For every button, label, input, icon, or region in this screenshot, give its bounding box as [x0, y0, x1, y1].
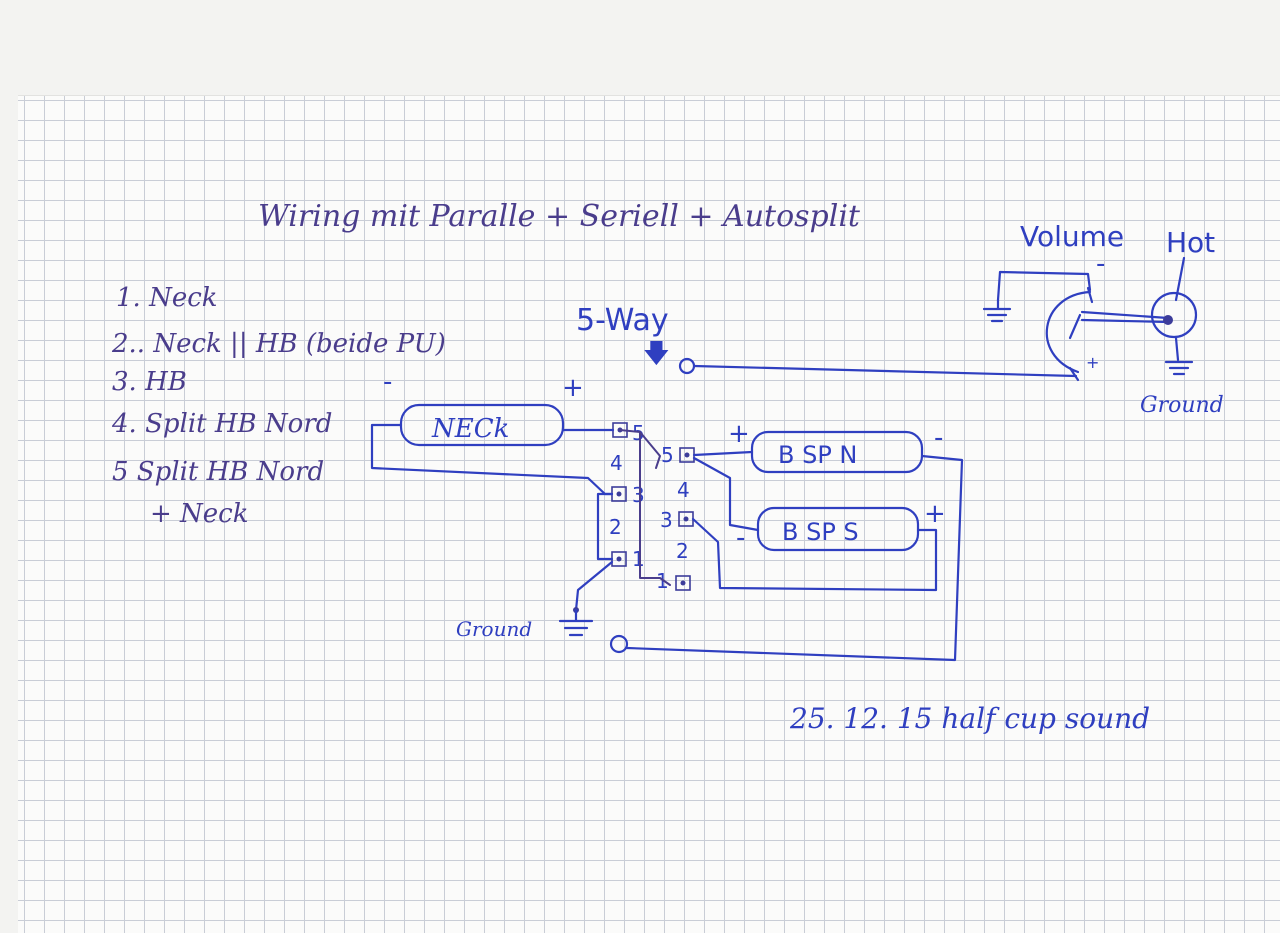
bridge-south-plus-sign: +: [924, 499, 946, 529]
ground-label-switch: Ground: [456, 617, 532, 641]
switch-label: 5-Way: [576, 303, 669, 338]
output-jack-ground-terminal: [609, 634, 629, 654]
ground-symbol-switch: [558, 608, 594, 637]
switch-lug-left-3-dot: [616, 491, 622, 497]
volume-pot: [996, 270, 1170, 382]
switch-lug-left-number-2: 2: [609, 515, 622, 539]
switch-lug-right-number-4: 4: [677, 478, 690, 502]
position-item-1: 1. Neck: [116, 283, 218, 313]
wire-lug-right-5-to-bridge-north-plus: [692, 450, 754, 457]
wire-lug-right-3-to-bridge-south-plus: [691, 517, 938, 592]
arrow-down-icon: 🡇: [643, 339, 670, 369]
bridge-south-minus-sign: -: [736, 523, 745, 553]
ground-symbol-volume: [982, 298, 1012, 323]
switch-lug-right-1-dot: [680, 580, 686, 586]
volume-pot-wiper-line: [1080, 310, 1170, 320]
volume-pot-wiper-line-2: [1080, 318, 1170, 324]
bridge-south-coil-label: B SP S: [782, 518, 859, 546]
switch-lug-right-number-5: 5: [661, 443, 674, 467]
date-note: 25. 12. 15 half cup sound: [789, 702, 1150, 735]
hot-pot: [1150, 256, 1198, 362]
switch-lug-left-number-1: 1: [632, 547, 645, 571]
diagram-title: Wiring mit Paralle + Seriell + Autosplit: [258, 199, 861, 234]
hot-pot-lead: [1174, 256, 1186, 302]
switch-lug-left-number-4: 4: [610, 451, 623, 475]
switch-lug-right-number-3: 3: [660, 508, 673, 532]
wire-bridge-north-minus-to-output-ground: [625, 454, 964, 662]
neck-minus-sign: -: [383, 367, 392, 397]
ground-symbol-hot: [1164, 360, 1194, 376]
position-item-3: 3. HB: [112, 367, 187, 397]
volume-plus-sign: +: [1086, 353, 1099, 372]
wire-lug-left-1-to-ground: [574, 560, 614, 612]
wire-lug-right-5-to-bridge-south-minus: [692, 456, 760, 532]
switch-lug-left-number-5: 5: [632, 421, 645, 445]
bridge-north-minus-sign: -: [934, 423, 943, 453]
volume-pot-ground-wire: [996, 270, 1092, 302]
volume-pot-lug-bottom: [1068, 366, 1080, 382]
bridge-north-plus-sign: +: [728, 419, 750, 449]
switch-lug-right-3-dot: [683, 516, 689, 522]
volume-pot-lug-top: [1086, 286, 1094, 304]
bridge-south-coil: B SP S - +: [736, 499, 946, 553]
volume-label: Volume: [1020, 220, 1124, 253]
position-item-2: 2.. Neck || HB (beide PU): [111, 329, 446, 359]
neck-plus-sign: +: [562, 373, 584, 403]
wires: [370, 364, 1078, 662]
bridge-north-coil: B SP N + -: [728, 419, 943, 474]
wire-volume-to-output-hot: [692, 364, 1078, 378]
switch-lug-right-number-1: 1: [656, 569, 669, 593]
position-item-5-cont: + Neck: [150, 499, 249, 529]
switch-lug-left-number-3: 3: [632, 483, 645, 507]
wire-lug-left-3-to-lug-left-1: [596, 492, 614, 561]
position-item-4: 4. Split HB Nord: [111, 409, 332, 439]
output-jack-hot-terminal: [678, 357, 696, 375]
hot-label: Hot: [1166, 226, 1215, 259]
volume-pot-wiper: [1068, 313, 1082, 340]
ground-label-hot: Ground: [1140, 393, 1224, 418]
grid-paper-sheet: [18, 95, 1280, 933]
switch-wiper-top: [619, 429, 661, 469]
bridge-north-coil-label: B SP N: [778, 441, 857, 469]
switch-wiper-bottom: [639, 431, 671, 586]
switch-lugs-right: 5 4 3 2 1: [656, 443, 695, 593]
volume-pot-body: [1045, 290, 1092, 374]
hot-pot-ground-lead: [1174, 336, 1180, 362]
hot-pot-center: [1163, 315, 1173, 325]
position-item-5: 5 Split HB Nord: [112, 457, 324, 487]
switch-lug-left-1-dot: [616, 556, 622, 562]
neck-pickup: NECk - +: [383, 367, 584, 447]
switch-lug-right-number-2: 2: [676, 539, 689, 563]
hot-pot-body: [1150, 291, 1198, 339]
neck-pickup-label: NECk: [431, 414, 509, 444]
switch-lug-right-1: [675, 575, 691, 591]
switch-lug-right-5-dot: [684, 452, 690, 458]
volume-minus-sign: -: [1096, 249, 1105, 279]
position-list: 1. Neck 2.. Neck || HB (beide PU) 3. HB …: [111, 283, 446, 529]
